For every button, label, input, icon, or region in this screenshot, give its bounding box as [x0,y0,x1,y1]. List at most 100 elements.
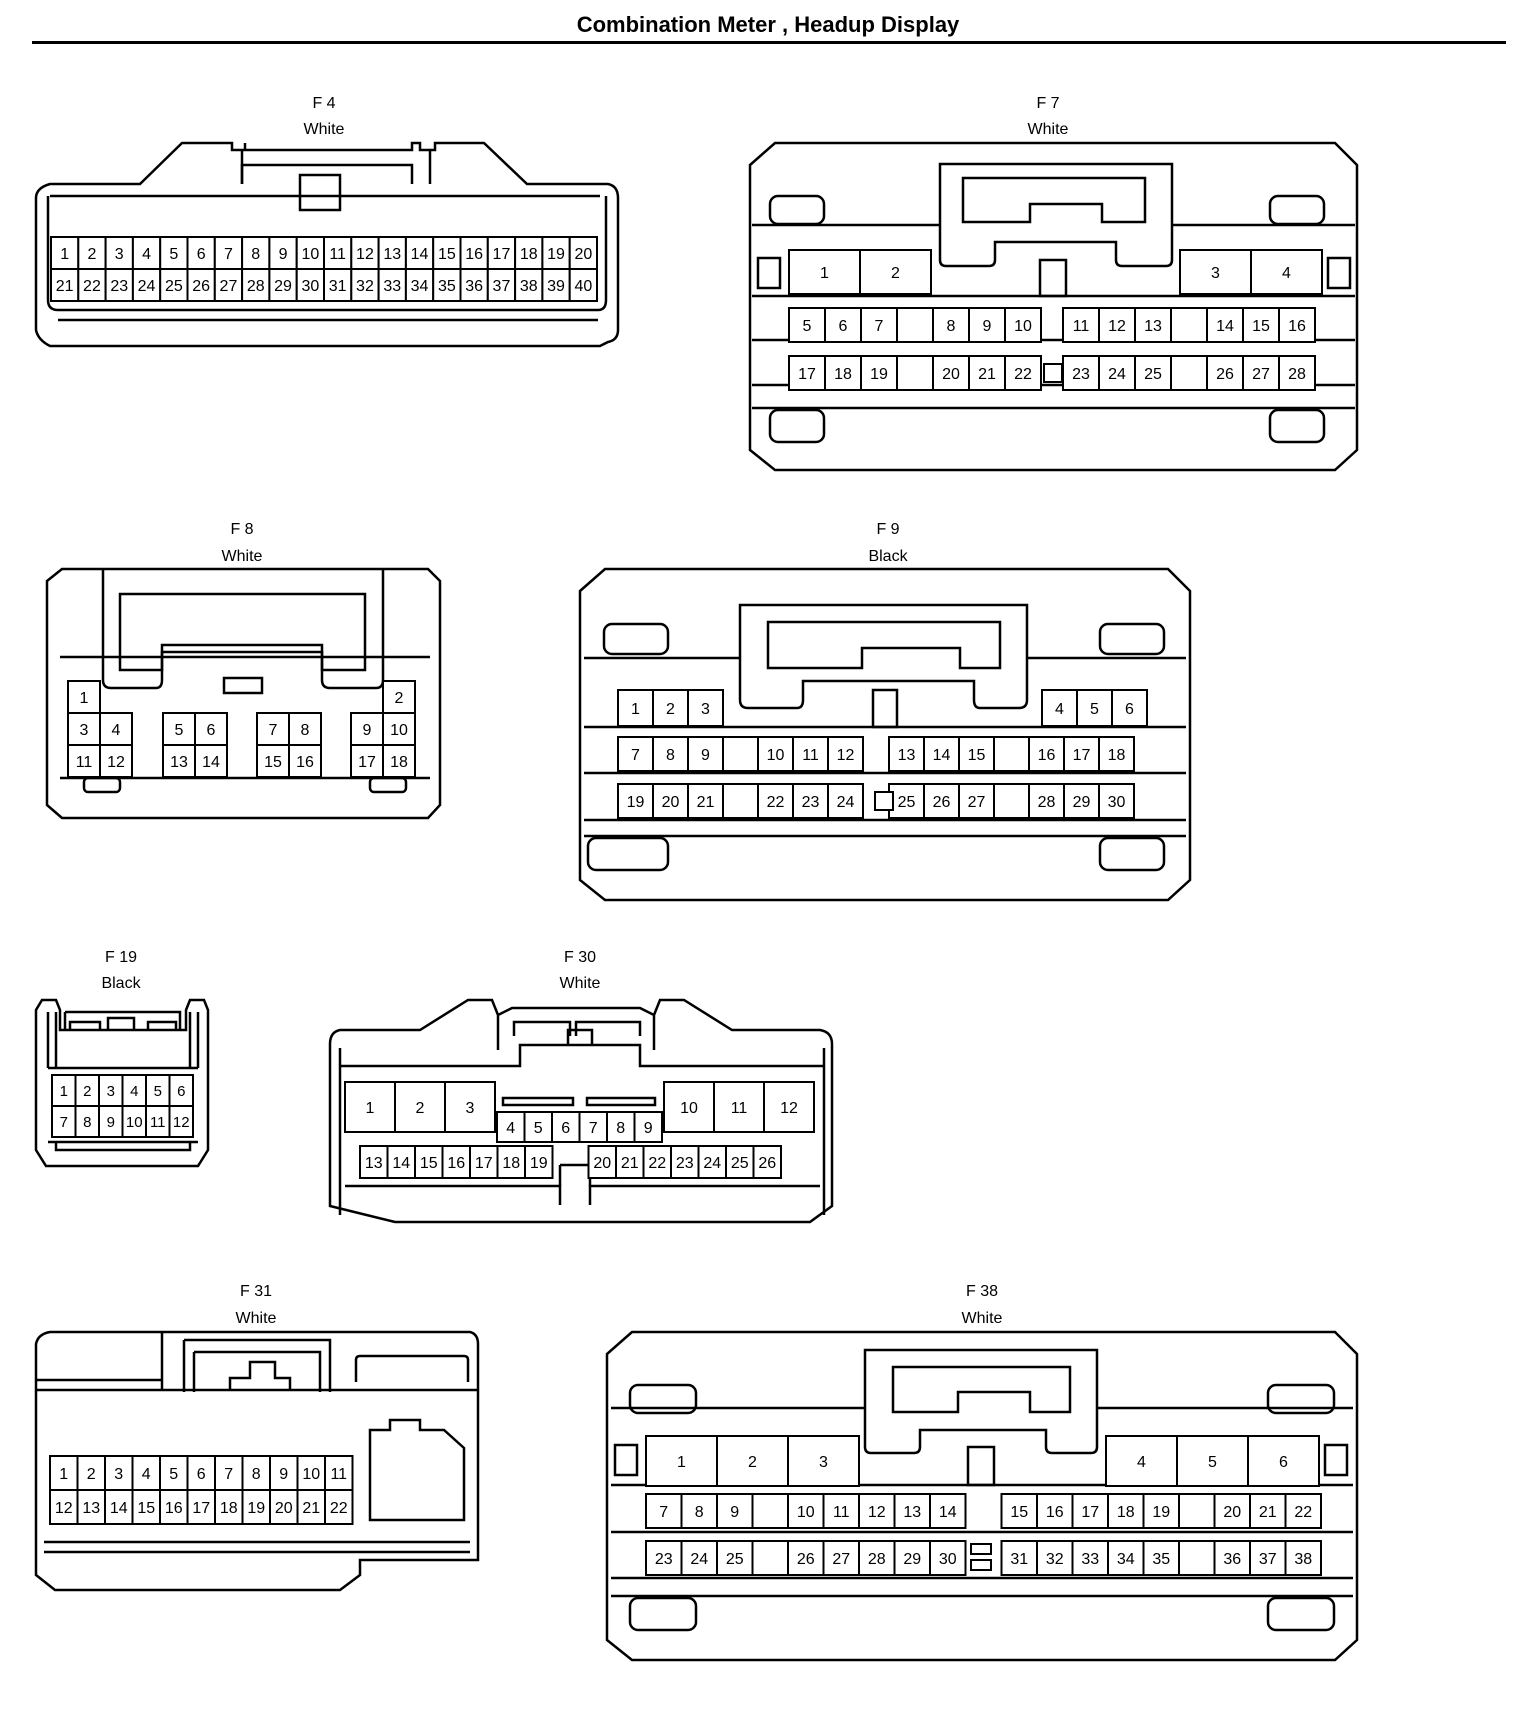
f31-pin-cell [269,1489,299,1525]
f9-pin-label: 3 [701,701,710,718]
f8-pin-label: 4 [112,722,121,739]
f8-pin-label: 2 [395,690,404,707]
connector-f30-color: White [560,975,601,992]
f31-pin-label: 1 [59,1466,68,1483]
f8-pin-cell [382,744,416,778]
f30-pin-cell [670,1145,700,1179]
connector-f4-color: White [304,121,345,138]
f4-pin-label: 29 [274,278,292,295]
f9-pin-label: 19 [627,794,645,811]
f7-pin-label: 1 [820,265,829,282]
f7-pin-cell [1004,307,1042,343]
f4-pin-label: 4 [142,246,151,263]
f38-pin-cell [929,1540,967,1576]
f30-pin-label: 26 [758,1155,776,1172]
f38-pin-label: 22 [1294,1504,1312,1521]
f4-pin-label: 7 [224,246,233,263]
f9-pin-label: 8 [666,747,675,764]
f4-pin-label: 26 [192,278,210,295]
f9-pin-label: 9 [701,747,710,764]
f4-pin-label: 36 [465,278,483,295]
f30-pin-cell [725,1145,755,1179]
f7-pin-cell [968,307,1006,343]
f30-pin-label: 7 [589,1120,598,1137]
f9-pin-cell [1111,689,1148,727]
f9-blank-cell [993,736,1030,772]
f7-blank-cell [896,355,934,391]
f4-pin-label: 30 [301,278,319,295]
f4-pin-cell [514,236,544,270]
f38-blank-cell [751,1540,789,1576]
f7-pin-label: 11 [1073,318,1090,335]
f9-pin-cell [827,736,864,772]
f8-pin-label: 1 [80,690,89,707]
f30-pin-label: 14 [392,1155,410,1172]
f38-pin-cell [787,1493,825,1529]
connector-f9-id: F 9 [876,521,899,538]
f31-pin-cell [214,1455,244,1491]
f9-pin-label: 21 [697,794,715,811]
f7-pin-cell [1242,307,1280,343]
connector-f7-color: White [1028,121,1069,138]
f9-pin-cell [757,736,794,772]
f19-pin-label: 6 [177,1083,185,1100]
f31-pin-cell [296,1455,326,1491]
f7-pin-cell [1278,307,1316,343]
f38-pin-label: 38 [1294,1551,1312,1568]
f30-pin-cell [763,1081,815,1133]
f8-pin-cell [350,712,384,746]
f9-pin-label: 30 [1108,794,1126,811]
f7-pin-label: 9 [983,318,992,335]
f9-pin-label: 20 [662,794,680,811]
f9-pin-cell [888,783,925,819]
f38-pin-label: 2 [748,1454,757,1471]
f30-pin-label: 19 [530,1155,548,1172]
f9-pin-label: 14 [933,747,951,764]
f38-pin-cell [1107,1493,1145,1529]
f38-pin-cell [1284,1540,1322,1576]
connector-f7-housing [748,141,1359,472]
f4-pin-label: 16 [465,246,483,263]
f9-pin-label: 23 [802,794,820,811]
f38-pin-label: 26 [797,1551,815,1568]
f31-pin-label: 7 [224,1466,233,1483]
f4-pin-label: 3 [115,246,124,263]
f9-pin-cell [923,736,960,772]
f7-pin-label: 24 [1108,366,1126,383]
f7-pin-label: 12 [1108,318,1126,335]
f8-pin-label: 13 [170,754,188,771]
f4-pin-label: 10 [301,246,319,263]
f8-pin-label: 5 [175,722,184,739]
f4-pin-cell [350,268,380,302]
connector-f9-housing [578,567,1192,902]
connector-f31-housing [34,1330,480,1592]
f38-key-slot [970,1543,992,1555]
f38-pin-cell [1071,1493,1109,1529]
connector-f38-color: White [962,1310,1003,1327]
f38-pin-cell [645,1493,683,1529]
f30-pin-cell [633,1111,663,1143]
f7-pin-label: 5 [803,318,812,335]
f19-pin-label: 10 [126,1114,143,1131]
f7-pin-label: 23 [1072,366,1090,383]
f8-pin-label: 7 [269,722,278,739]
f31-pin-label: 15 [137,1500,155,1517]
f4-pin-label: 39 [547,278,565,295]
f9-pin-label: 12 [837,747,855,764]
f31-pin-cell [324,1489,354,1525]
connector-f8-housing [45,567,442,820]
f38-pin-label: 34 [1117,1551,1135,1568]
f19-pin-label: 9 [107,1114,115,1131]
f4-pin-label: 32 [356,278,374,295]
f38-pin-cell [787,1540,825,1576]
f8-pin-label: 6 [207,722,216,739]
f9-pin-label: 24 [837,794,855,811]
f38-pin-label: 36 [1223,1551,1241,1568]
f9-pin-cell [687,736,724,772]
f4-pin-cell [459,268,489,302]
f38-pin-label: 24 [690,1551,708,1568]
f9-pin-label: 18 [1108,747,1126,764]
